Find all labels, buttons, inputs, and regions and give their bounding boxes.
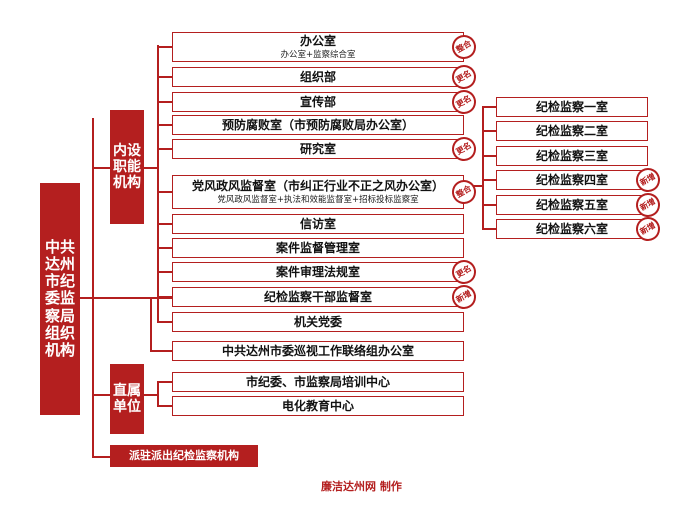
internal-unit-name: 宣传部 bbox=[299, 94, 336, 109]
internal-unit-name: 案件监督管理室 bbox=[275, 240, 360, 255]
internal-unit-box: 案件审理法规室 bbox=[172, 262, 464, 282]
inspection-unit-box: 纪检监察二室 bbox=[496, 121, 648, 141]
connector-inspection-branch bbox=[484, 155, 496, 157]
internal-unit-box: 办公室办公室+监察综合室 bbox=[172, 32, 464, 62]
inspection-unit-name: 纪检监察二室 bbox=[535, 123, 608, 138]
internal-unit-name: 纪检监察干部监督室 bbox=[263, 289, 372, 304]
connector-internal-branch bbox=[157, 124, 172, 126]
inspection-unit-box: 纪检监察一室 bbox=[496, 97, 648, 117]
connector-to-internal bbox=[92, 167, 110, 169]
inspection-unit-box: 纪检监察四室 bbox=[496, 170, 648, 190]
badge-stamp: 新增 bbox=[447, 280, 481, 314]
connector-internal-branch bbox=[157, 148, 172, 150]
connector-inspection-branch bbox=[484, 179, 496, 181]
internal-unit-name: 组织部 bbox=[299, 69, 336, 84]
connector-internal-out bbox=[144, 167, 158, 169]
connector-internal-branch bbox=[157, 296, 172, 298]
group-dispatched-box: 派驻派出纪检监察机构 bbox=[110, 445, 258, 467]
badge-stamp: 更名 bbox=[447, 60, 481, 94]
connector-internal-branch bbox=[157, 76, 172, 78]
inspection-unit-name: 纪检监察一室 bbox=[535, 99, 608, 114]
inspection-unit-name: 纪检监察六室 bbox=[535, 221, 608, 236]
connector-to-dispatched bbox=[92, 456, 110, 458]
patrol-office-label: 中共达州市委巡视工作联络组办公室 bbox=[221, 343, 414, 358]
badge-stamp: 更名 bbox=[447, 255, 481, 289]
direct-unit-box: 电化教育中心 bbox=[172, 396, 464, 416]
internal-unit-box: 机关党委 bbox=[172, 312, 464, 332]
connector-inspection-branch bbox=[484, 204, 496, 206]
inspection-unit-box: 纪检监察五室 bbox=[496, 195, 648, 215]
connector-root-out bbox=[80, 297, 94, 299]
connector-inspection-branch bbox=[484, 228, 496, 230]
connector-internal-branch bbox=[157, 271, 172, 273]
connector-inspection-trunk bbox=[482, 106, 484, 230]
direct-unit-label: 电化教育中心 bbox=[281, 398, 354, 413]
badge-stamp: 更名 bbox=[447, 85, 481, 119]
badge-stamp: 新增 bbox=[631, 163, 665, 197]
root-org-box: 中共达州市纪委监察局组织机构 bbox=[40, 183, 80, 415]
badge-stamp: 更名 bbox=[447, 132, 481, 166]
internal-unit-name: 研究室 bbox=[299, 141, 336, 156]
connector-direct-2 bbox=[157, 405, 172, 407]
internal-unit-name: 预防腐败室（市预防腐败局办公室） bbox=[221, 117, 414, 132]
connector-inspection-branch bbox=[484, 130, 496, 132]
connector-internal-branch bbox=[157, 191, 172, 193]
internal-unit-box: 预防腐败室（市预防腐败局办公室） bbox=[172, 115, 464, 135]
internal-unit-box: 信访室 bbox=[172, 214, 464, 234]
internal-unit-box: 党风政风监督室（市纠正行业不正之风办公室）党风政风监督室+执法和效能监督室+招标… bbox=[172, 175, 464, 209]
direct-unit-label: 市纪委、市监察局培训中心 bbox=[245, 374, 390, 389]
direct-unit-box: 市纪委、市监察局培训中心 bbox=[172, 372, 464, 392]
group-direct-box: 直属单位 bbox=[110, 364, 144, 434]
inspection-unit-name: 纪检监察四室 bbox=[535, 172, 608, 187]
internal-unit-name: 信访室 bbox=[299, 216, 336, 231]
inspection-unit-name: 纪检监察五室 bbox=[535, 197, 608, 212]
group-dispatched-label: 派驻派出纪检监察机构 bbox=[129, 448, 239, 462]
badge-stamp: 新增 bbox=[631, 212, 665, 246]
internal-unit-box: 案件监督管理室 bbox=[172, 238, 464, 258]
group-internal-box: 内设职能机构 bbox=[110, 110, 144, 224]
internal-unit-box: 纪检监察干部监督室 bbox=[172, 287, 464, 307]
footer-credit: 廉洁达州网 制作 bbox=[321, 480, 402, 493]
inspection-unit-box: 纪检监察六室 bbox=[496, 219, 648, 239]
internal-unit-box: 研究室 bbox=[172, 139, 464, 159]
group-internal-label: 内设职能机构 bbox=[113, 142, 141, 192]
connector-patrol-drop bbox=[150, 297, 152, 351]
connector-internal-branch bbox=[157, 223, 172, 225]
root-org-label: 中共达州市纪委监察局组织机构 bbox=[44, 237, 75, 360]
internal-unit-box: 宣传部 bbox=[172, 92, 464, 112]
internal-unit-name: 机关党委 bbox=[293, 314, 342, 329]
connector-inspection-branch bbox=[484, 106, 496, 108]
patrol-office-box: 中共达州市委巡视工作联络组办公室 bbox=[172, 341, 464, 361]
connector-direct-out bbox=[144, 394, 158, 396]
connector-to-patrol bbox=[92, 297, 172, 299]
connector-root-trunk bbox=[92, 118, 94, 458]
inspection-unit-box: 纪检监察三室 bbox=[496, 146, 648, 166]
connector-internal-trunk bbox=[157, 45, 159, 323]
connector-to-direct bbox=[92, 394, 110, 396]
connector-internal-branch bbox=[157, 101, 172, 103]
connector-direct-trunk bbox=[157, 381, 159, 407]
inspection-unit-name: 纪检监察三室 bbox=[535, 148, 608, 163]
internal-unit-sub: 党风政风监督室+执法和效能监督室+招标投标监察室 bbox=[217, 194, 419, 205]
connector-internal-branch bbox=[157, 247, 172, 249]
connector-patrol-h bbox=[150, 350, 172, 352]
internal-unit-name: 案件审理法规室 bbox=[275, 264, 360, 279]
internal-unit-sub: 办公室+监察综合室 bbox=[280, 49, 356, 60]
internal-unit-name: 党风政风监督室（市纠正行业不正之风办公室） bbox=[191, 179, 444, 194]
connector-internal-branch bbox=[157, 46, 172, 48]
connector-direct-1 bbox=[157, 381, 172, 383]
connector-internal-branch bbox=[157, 321, 172, 323]
group-direct-label: 直属单位 bbox=[113, 382, 141, 415]
internal-unit-name: 办公室 bbox=[299, 34, 336, 49]
internal-unit-box: 组织部 bbox=[172, 67, 464, 87]
